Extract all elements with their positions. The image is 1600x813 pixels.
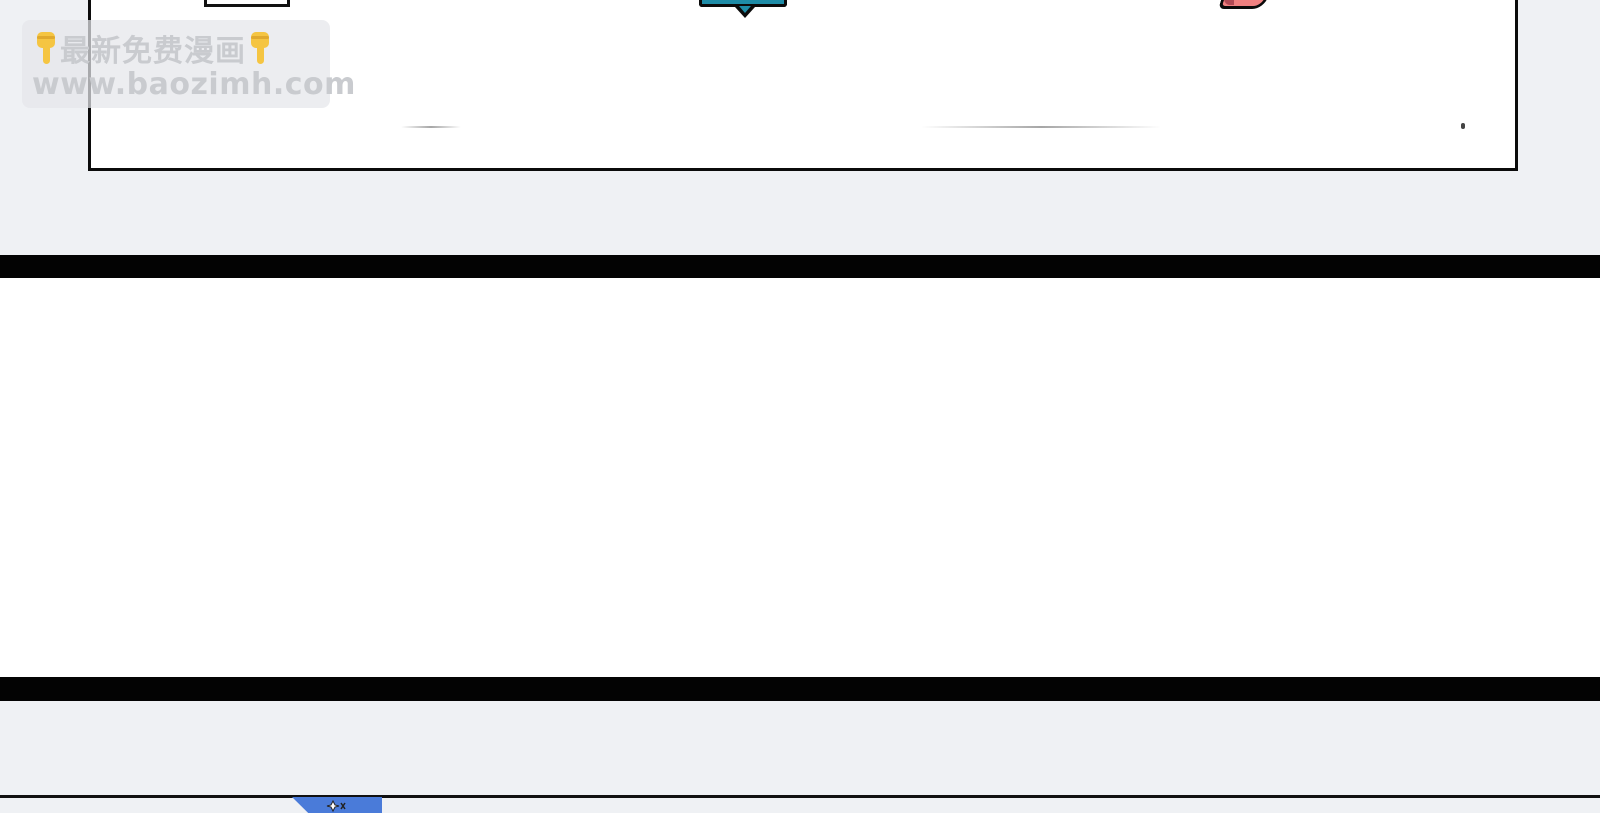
watermark-url: www.baozimh.com	[32, 67, 356, 102]
watermark-headline-row: 最新免费漫画	[32, 28, 324, 69]
next-panel	[0, 798, 1600, 813]
blank-comic-strip	[0, 278, 1600, 677]
caption-box-fragment	[204, 0, 290, 7]
black-band-bottom	[0, 677, 1600, 701]
watermark-headline: 最新免费漫画	[60, 34, 246, 69]
ink-dot	[1461, 123, 1465, 129]
site-watermark: 最新免费漫画 www.baozimh.com	[22, 20, 356, 108]
speed-line	[401, 126, 461, 128]
speech-bubble-fragment	[699, 0, 787, 7]
next-panel-border	[0, 795, 1600, 798]
pointing-down-hand-icon	[32, 30, 60, 66]
speed-line	[921, 126, 1161, 128]
black-band-top	[0, 255, 1600, 278]
speech-bubble-tail-fill	[739, 6, 751, 13]
pointing-down-hand-icon	[246, 30, 274, 66]
sparkle-icon	[326, 799, 346, 813]
red-object-shadow	[1224, 0, 1234, 5]
